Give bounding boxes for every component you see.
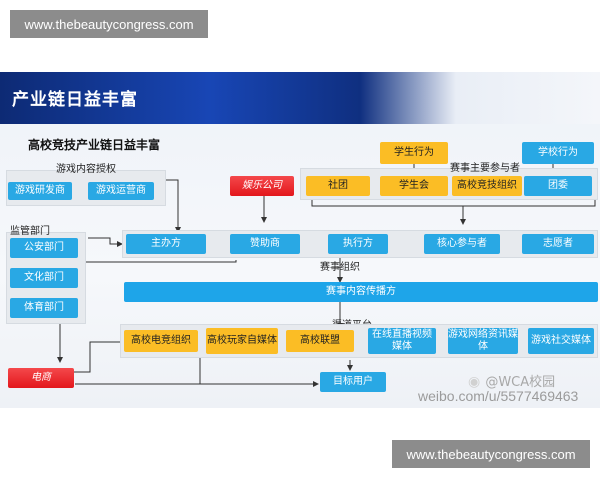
student-union-node: 学生会 xyxy=(380,176,448,196)
weibo-handle: ◉ @WCA校园 xyxy=(468,374,556,390)
club-node: 社团 xyxy=(306,176,370,196)
event-organization-label: 赛事组织 xyxy=(320,262,360,273)
entertainment-company-node: 娱乐公司 xyxy=(230,176,294,196)
target-users-node: 目标用户 xyxy=(320,372,386,392)
game-license-label: 游戏内容授权 xyxy=(56,164,116,175)
game-social-media-node: 游戏社交媒体 xyxy=(528,328,594,354)
channel-platform-panel xyxy=(120,324,598,358)
core-participants-node: 核心参与者 xyxy=(424,234,500,254)
weibo-url: weibo.com/u/5577469463 xyxy=(418,388,579,404)
slide: 产业链日益丰富 高校竞技产业链日益丰富 xyxy=(0,72,600,408)
event-participants-label: 赛事主要参与者 xyxy=(450,163,520,174)
sponsor-node: 赞助商 xyxy=(230,234,300,254)
ecommerce-node: 电商 xyxy=(8,368,74,388)
college-esports-org2-node: 高校电竞组织 xyxy=(124,330,198,352)
school-behavior-node: 学校行为 xyxy=(522,142,594,164)
volunteers-node: 志愿者 xyxy=(522,234,594,254)
regulators-label: 监管部门 xyxy=(10,226,50,237)
organizer-node: 主办方 xyxy=(126,234,206,254)
public-security-node: 公安部门 xyxy=(10,238,78,258)
content-distribution-bar: 赛事内容传播方 xyxy=(124,282,598,302)
slide-title: 产业链日益丰富 xyxy=(12,90,138,110)
title-banner xyxy=(0,72,600,124)
student-behavior-node: 学生行为 xyxy=(380,142,448,164)
diagram-subtitle: 高校竞技产业链日益丰富 xyxy=(28,138,161,152)
watermark-bottom: www.thebeautycongress.com xyxy=(392,440,590,468)
watermark-top-text: www.thebeautycongress.com xyxy=(24,16,194,32)
live-video-media-node: 在线直播视频媒体 xyxy=(368,328,436,354)
game-news-media-node: 游戏网络资讯媒体 xyxy=(448,328,518,354)
game-operator-node: 游戏运营商 xyxy=(88,182,154,200)
executor-node: 执行方 xyxy=(328,234,388,254)
culture-dept-node: 文化部门 xyxy=(10,268,78,288)
watermark-top: www.thebeautycongress.com xyxy=(10,10,208,38)
sports-dept-node: 体育部门 xyxy=(10,298,78,318)
college-player-media-node: 高校玩家自媒体 xyxy=(206,328,278,354)
youth-league-node: 团委 xyxy=(524,176,592,196)
college-esports-org-node: 高校竞技组织 xyxy=(452,176,522,196)
college-alliance-node: 高校联盟 xyxy=(286,330,354,352)
weibo-logo-icon: ◉ xyxy=(468,374,481,390)
game-developer-node: 游戏研发商 xyxy=(8,182,72,200)
watermark-bottom-text: www.thebeautycongress.com xyxy=(406,446,576,462)
